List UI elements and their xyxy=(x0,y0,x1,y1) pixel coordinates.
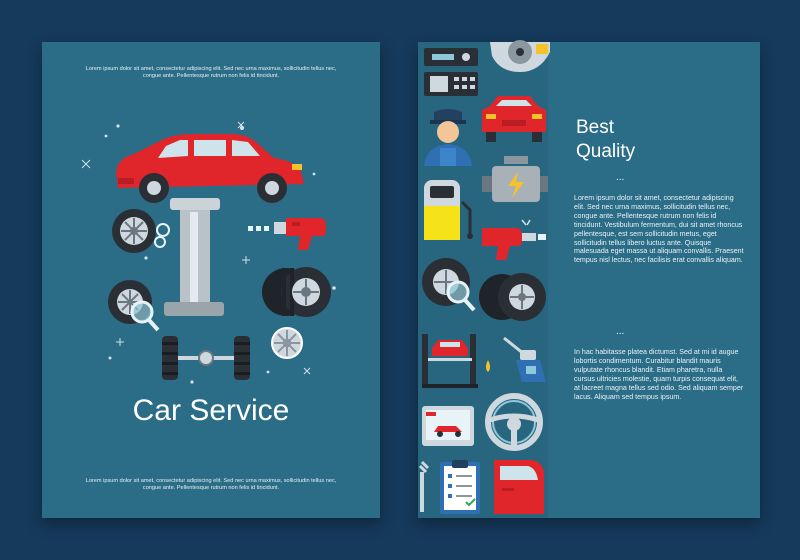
heading-line-1: Best xyxy=(576,117,615,138)
mechanic-icon xyxy=(424,109,472,166)
car-door-icon xyxy=(494,460,544,514)
red-car-icon xyxy=(482,96,546,142)
oil-can-icon xyxy=(486,336,546,382)
right-flyer-card: Best Quality ... Lorem ipsum dolor sit a… xyxy=(418,40,760,518)
brake-disc-icon xyxy=(490,40,550,72)
tires-icon xyxy=(262,267,331,317)
tire-stack-icon xyxy=(479,273,546,321)
tire-inspection-icon xyxy=(422,258,476,312)
wrench-icon xyxy=(418,460,430,512)
wheel-icon xyxy=(112,209,170,253)
left-flyer-card: Lorem ipsum dolor sit amet, consectetur … xyxy=(42,42,380,518)
heading-line-2: Quality xyxy=(576,141,636,162)
steering-wheel-icon xyxy=(485,393,543,451)
left-top-text: Lorem ipsum dolor sit amet, consectetur … xyxy=(85,66,337,79)
two-post-lift-icon xyxy=(422,334,478,388)
tire-inspection-icon xyxy=(108,280,160,332)
checklist-icon xyxy=(440,460,480,514)
paragraph-1: Lorem ipsum dolor sit amet, consectetur … xyxy=(574,194,744,265)
paragraph-2: In hac habitasse platea dictumst. Sed at… xyxy=(574,348,744,401)
impact-gun-icon xyxy=(248,218,326,250)
separator-dots-2: ... xyxy=(616,326,625,337)
impact-gun-icon xyxy=(482,219,546,260)
card-title: Car Service xyxy=(132,394,290,427)
separator-dots-1: ... xyxy=(616,172,625,183)
engine-icon xyxy=(482,156,548,202)
gas-pump-icon xyxy=(424,180,473,240)
axle-icon xyxy=(162,336,250,380)
left-bottom-text: Lorem ipsum dolor sit amet, consectetur … xyxy=(85,478,337,491)
rim-icon xyxy=(271,327,303,359)
diagnostic-monitor-icon xyxy=(422,406,474,446)
car-radio-icon xyxy=(424,48,478,96)
car-on-lift-icon xyxy=(116,134,304,316)
